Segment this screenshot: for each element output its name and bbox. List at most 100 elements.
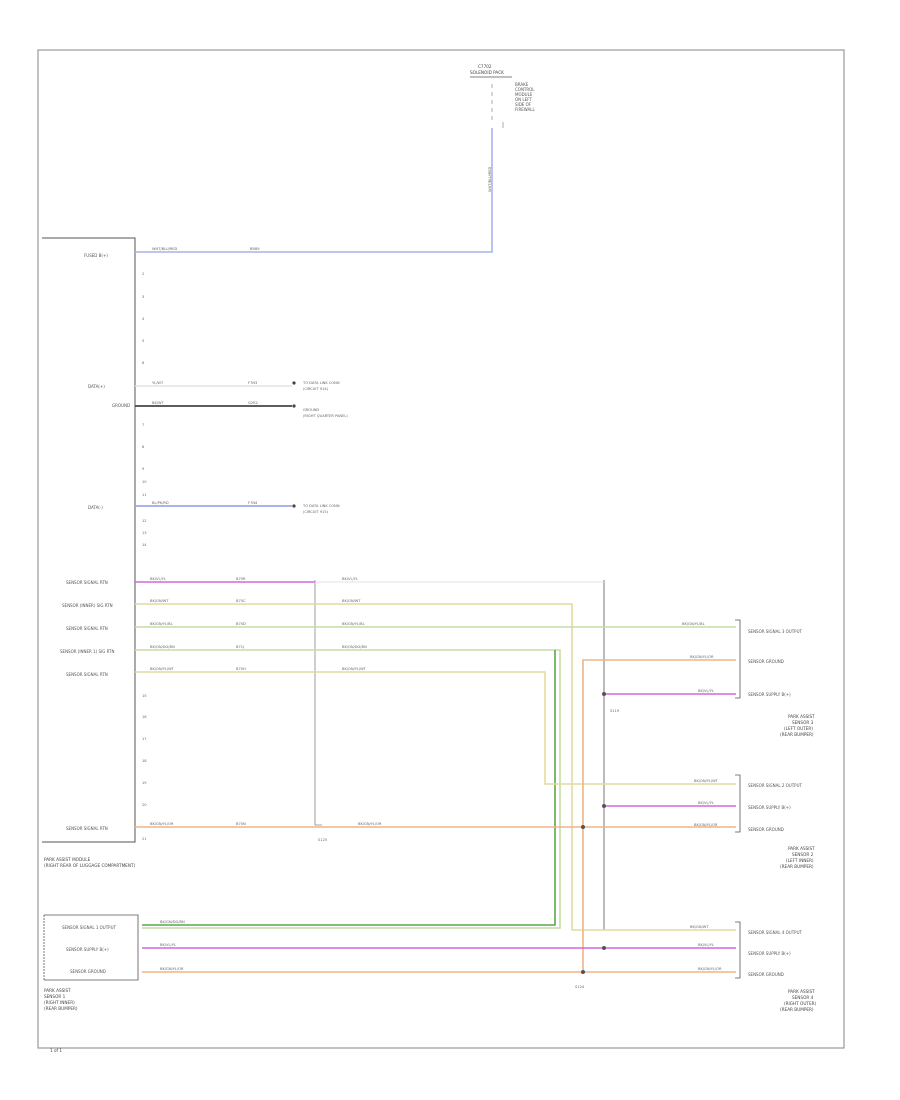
module-pin-number: 10: [142, 480, 147, 484]
module-pin-label: DATA(-): [88, 505, 103, 510]
svg-text:BL/PK/RD: BL/PK/RD: [152, 501, 169, 505]
svg-text:(REAR BUMPER): (REAR BUMPER): [780, 1007, 814, 1012]
svg-text:SENSOR SIGNAL 2 OUTPUT: SENSOR SIGNAL 2 OUTPUT: [748, 783, 803, 788]
connector-note-line: SIDE OF: [515, 102, 532, 107]
module-pin-number: 19: [142, 781, 147, 785]
svg-text:BK/GN/YL/WT: BK/GN/YL/WT: [694, 779, 719, 783]
connector-note-line: BRAKE: [515, 82, 529, 87]
svg-text:BK/GN/DG/BN: BK/GN/DG/BN: [150, 645, 175, 649]
svg-text:BK/WT: BK/WT: [152, 401, 165, 405]
module-pin-number: 4: [142, 317, 145, 321]
svg-text:BR89: BR89: [250, 247, 260, 251]
module-label: PARK ASSIST MODULE: [44, 857, 91, 862]
svg-text:B70D: B70D: [236, 622, 246, 626]
svg-text:BK/VL/YL: BK/VL/YL: [160, 943, 176, 947]
wire-sensor-supply: BK/VL/YL B70R BK/VL/YL: [135, 577, 604, 583]
splice-dot: [602, 946, 606, 950]
wire-data-minus: BL/PK/RD F7N4 TO DATA LINK CONN (CIRCUIT…: [135, 501, 340, 514]
svg-text:SENSOR 4: SENSOR 4: [792, 995, 814, 1000]
svg-text:(REAR BUMPER): (REAR BUMPER): [780, 864, 814, 869]
module-pin-label: GROUND: [112, 403, 130, 408]
module-pin-number: 20: [142, 803, 147, 807]
svg-text:SENSOR SUPPLY B(+): SENSOR SUPPLY B(+): [748, 692, 791, 697]
svg-text:BK/GN/WT: BK/GN/WT: [342, 599, 361, 603]
page-border: [37, 49, 845, 1049]
svg-text:BK/GN/DG/BN: BK/GN/DG/BN: [160, 920, 185, 924]
svg-text:(CIRCUIT 915): (CIRCUIT 915): [303, 510, 329, 514]
svg-text:B71J: B71J: [236, 645, 244, 649]
svg-text:BK/GN/YL/OR: BK/GN/YL/OR: [358, 822, 382, 826]
svg-text:(LEFT INNER): (LEFT INNER): [786, 858, 814, 863]
svg-text:SENSOR SIGNAL 1 OUTPUT: SENSOR SIGNAL 1 OUTPUT: [62, 925, 117, 930]
svg-text:SENSOR SIGNAL 3 OUTPUT: SENSOR SIGNAL 3 OUTPUT: [748, 629, 803, 634]
svg-text:BK/GN/YL/BL: BK/GN/YL/BL: [682, 622, 705, 626]
svg-text:YL/WT: YL/WT: [152, 381, 164, 385]
svg-text:BK/GN/YL/OR: BK/GN/YL/OR: [698, 967, 722, 971]
module-pin-number: 2: [142, 272, 144, 276]
connector-note-line: FIREWALL: [515, 107, 535, 112]
svg-text:B70H: B70H: [236, 667, 246, 671]
module-pin-label: SENSOR SIGNAL RTN: [66, 626, 108, 631]
svg-text:BK/GN/YL/OR: BK/GN/YL/OR: [160, 967, 184, 971]
svg-text:B70N: B70N: [236, 822, 246, 826]
splice-dot: [581, 970, 585, 974]
svg-text:BK/GN/YL/OR: BK/GN/YL/OR: [150, 822, 174, 826]
module-pin-number: 15: [142, 694, 147, 698]
svg-text:SENSOR SUPPLY B(+): SENSOR SUPPLY B(+): [748, 951, 791, 956]
inline-connector: [314, 580, 605, 930]
svg-text:BK/VL/YL: BK/VL/YL: [698, 943, 714, 947]
splice-label: S119: [610, 709, 620, 713]
module-pin-label: SENSOR SIGNAL RTN: [66, 580, 108, 585]
svg-text:PARK ASSIST: PARK ASSIST: [788, 989, 815, 994]
svg-text:SENSOR SUPPLY B(+): SENSOR SUPPLY B(+): [748, 805, 791, 810]
splices: S119 S125 S124: [318, 692, 620, 989]
svg-text:TO DATA LINK CONN: TO DATA LINK CONN: [302, 381, 340, 385]
splice-label: S124: [575, 985, 585, 989]
module-pin-number: 12: [142, 519, 147, 523]
svg-text:SENSOR GROUND: SENSOR GROUND: [70, 969, 106, 974]
svg-text:SENSOR 2: SENSOR 2: [792, 852, 814, 857]
svg-text:BK/GN/YL/OR: BK/GN/YL/OR: [694, 823, 718, 827]
svg-text:PARK ASSIST: PARK ASSIST: [44, 988, 71, 993]
splice-dot: [602, 692, 606, 696]
svg-text:BK/VL/YL: BK/VL/YL: [342, 577, 358, 581]
module-pin-label: SENSOR (INNER) SIG RTN: [62, 603, 113, 608]
svg-text:BK/GN/YL/BL: BK/GN/YL/BL: [342, 622, 365, 626]
sensor-3-connector: BK/GN/YL/BL BK/GN/YL/OR BK/VL/YL SENSOR …: [682, 619, 815, 737]
connector-pin-stubs: [491, 84, 504, 128]
module-pin-number: 5: [142, 339, 144, 343]
park-assist-module: PARK ASSIST MODULE (RIGHT REAR OF LUGGAG…: [42, 237, 147, 868]
sensor-4-connector: BK/GN/WT BK/VL/YL BK/GN/YL/OR SENSOR SIG…: [690, 921, 817, 1012]
module-pin-number: 9: [142, 467, 145, 471]
sensor-1-connector: SENSOR SIGNAL 1 OUTPUT SENSOR SUPPLY B(+…: [43, 914, 185, 1011]
module-pin-number: 16: [142, 715, 147, 719]
wire-sensor-ground: BK/GN/YL/OR B70N BK/GN/YL/OR: [135, 822, 736, 828]
module-pin-number: 13: [142, 531, 147, 535]
module-outline: [42, 237, 136, 843]
svg-text:BK/GN/YL/WT: BK/GN/YL/WT: [342, 667, 367, 671]
connector-note-line: ON LEFT: [515, 97, 532, 102]
svg-text:BK/GN/YL/BL: BK/GN/YL/BL: [150, 622, 173, 626]
connector-title: C7702: [478, 64, 492, 69]
wire-fused-bplus: WHT/BLU/RED BR89: [135, 128, 493, 253]
connector-subtitle: SOLENOID PACK: [470, 70, 504, 75]
svg-text:BK/GN/DG/BN: BK/GN/DG/BN: [342, 645, 367, 649]
solenoid-pack-connector: C7702 SOLENOID PACK BRAKE CONTROL MODULE…: [470, 64, 535, 192]
svg-text:SENSOR GROUND: SENSOR GROUND: [748, 827, 784, 832]
svg-text:F7N4: F7N4: [248, 501, 258, 505]
svg-text:(REAR BUMPER): (REAR BUMPER): [780, 732, 814, 737]
splice-label: S125: [318, 838, 327, 842]
module-pin-label: SENSOR SIGNAL RTN: [66, 672, 108, 677]
svg-text:SENSOR GROUND: SENSOR GROUND: [748, 659, 784, 664]
svg-text:(LEFT OUTER): (LEFT OUTER): [784, 726, 813, 731]
module-pin-number: 6: [142, 361, 145, 365]
module-pin-number: 14: [142, 543, 147, 547]
svg-text:BK/GN/WT: BK/GN/WT: [150, 599, 169, 603]
connector-note-line: CONTROL: [515, 87, 535, 92]
svg-text:SENSOR SUPPLY B(+): SENSOR SUPPLY B(+): [66, 947, 109, 952]
svg-text:F7N3: F7N3: [248, 381, 257, 385]
svg-text:B70C: B70C: [236, 599, 246, 603]
svg-text:BK/GN/YL/WT: BK/GN/YL/WT: [150, 667, 175, 671]
svg-text:PARK ASSIST: PARK ASSIST: [788, 846, 815, 851]
